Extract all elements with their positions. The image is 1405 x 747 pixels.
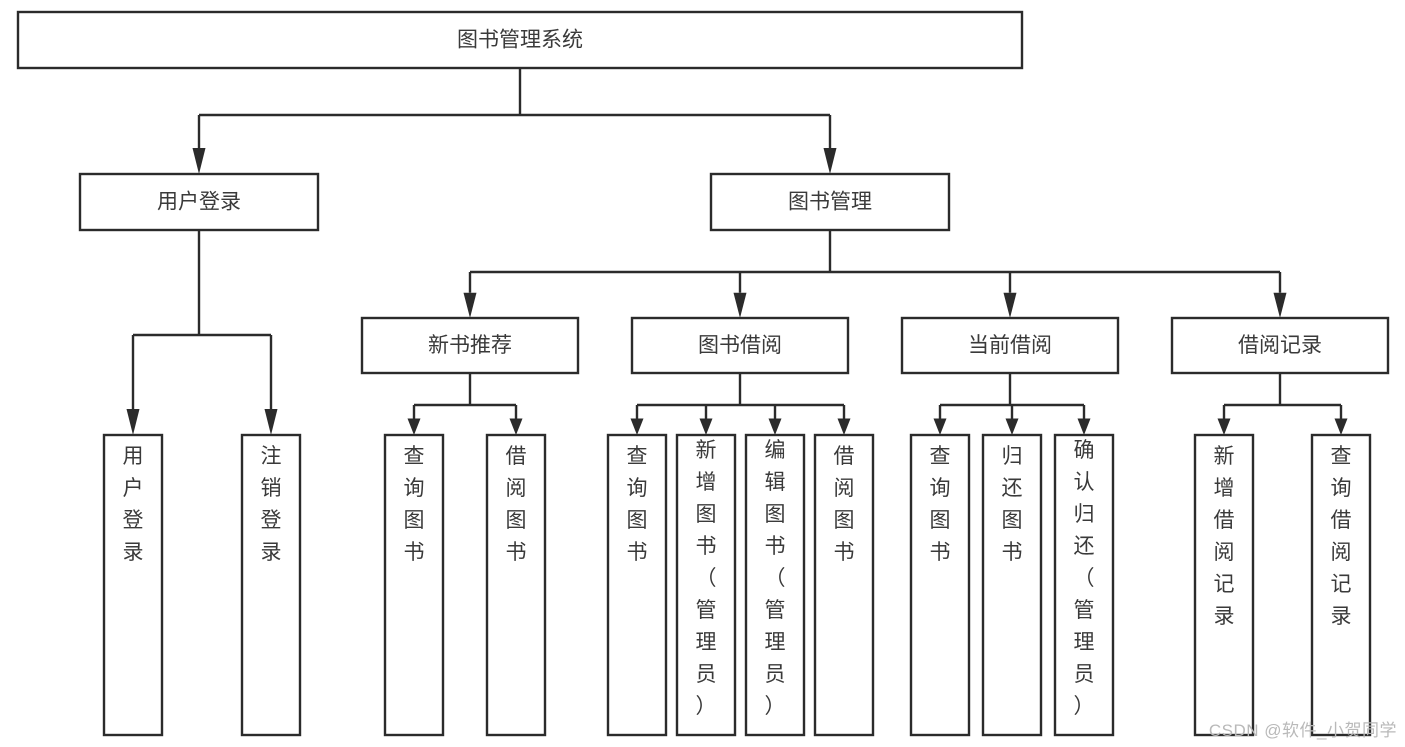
- node-box-leaf-borrow-book-2: [813, 433, 875, 737]
- arrow-head-leaf-confirm-return: [1077, 418, 1091, 435]
- node-label-leaf-edit-book: 编辑图书（管理员）: [765, 439, 786, 718]
- node-label-leaf-borrow-book-1: 借阅图书: [506, 445, 527, 564]
- node-box-leaf-logout: [240, 433, 302, 737]
- arrow-head-leaf-query-book-3: [933, 418, 947, 435]
- node-leaf-return-book[interactable]: 归还图书: [981, 433, 1043, 737]
- node-label-leaf-query-book-3: 查询图书: [930, 445, 951, 564]
- node-label-book-borrow: 图书借阅: [698, 334, 782, 357]
- node-leaf-edit-book[interactable]: 编辑图书（管理员）: [744, 433, 806, 737]
- node-box-root: [16, 10, 1024, 70]
- node-box-leaf-user-login: [102, 433, 164, 737]
- node-leaf-query-record[interactable]: 查询借阅记录: [1310, 433, 1372, 737]
- node-label-leaf-logout: 注销登录: [261, 445, 282, 564]
- node-label-leaf-confirm-return: 确认归还（管理员）: [1074, 439, 1095, 718]
- node-box-leaf-query-book-1: [383, 433, 445, 737]
- node-label-user-login: 用户登录: [157, 191, 241, 214]
- node-box-leaf-borrow-book-1: [485, 433, 547, 737]
- node-borrow-record[interactable]: 借阅记录: [1170, 316, 1390, 375]
- node-leaf-confirm-return[interactable]: 确认归还（管理员）: [1053, 433, 1115, 737]
- arrow-head-new-book-rec: [463, 292, 477, 318]
- node-label-new-book-rec: 新书推荐: [428, 334, 512, 357]
- node-box-book-borrow: [630, 316, 850, 375]
- node-user-login[interactable]: 用户登录: [78, 172, 320, 232]
- node-box-leaf-query-record: [1310, 433, 1372, 737]
- node-leaf-query-book-2[interactable]: 查询图书: [606, 433, 668, 737]
- node-label-leaf-user-login: 用户登录: [123, 445, 144, 564]
- arrow-head-leaf-borrow-book-1: [509, 418, 523, 435]
- node-box-leaf-return-book: [981, 433, 1043, 737]
- node-box-leaf-add-book: [675, 433, 737, 737]
- arrow-head-leaf-query-book-2: [630, 418, 644, 435]
- arrow-head-current-borrow: [1003, 292, 1017, 318]
- node-box-leaf-confirm-return: [1053, 433, 1115, 737]
- node-box-current-borrow: [900, 316, 1120, 375]
- node-label-current-borrow: 当前借阅: [968, 334, 1052, 357]
- node-leaf-borrow-book-2[interactable]: 借阅图书: [813, 433, 875, 737]
- node-book-borrow[interactable]: 图书借阅: [630, 316, 850, 375]
- arrow-head-leaf-return-book: [1005, 418, 1019, 435]
- node-label-leaf-query-book-1: 查询图书: [404, 445, 425, 564]
- arrow-head-leaf-add-record: [1217, 418, 1231, 435]
- arrow-head-leaf-borrow-book-2: [837, 418, 851, 435]
- node-box-user-login: [78, 172, 320, 232]
- node-box-leaf-edit-book: [744, 433, 806, 737]
- node-leaf-user-login[interactable]: 用户登录: [102, 433, 164, 737]
- arrow-head-leaf-logout: [264, 409, 278, 435]
- node-leaf-query-book-1[interactable]: 查询图书: [383, 433, 445, 737]
- node-leaf-borrow-book-1[interactable]: 借阅图书: [485, 433, 547, 737]
- node-label-leaf-return-book: 归还图书: [1002, 445, 1023, 564]
- arrow-head-leaf-query-book-1: [407, 418, 421, 435]
- arrow-head-leaf-query-record: [1334, 418, 1348, 435]
- node-leaf-add-record[interactable]: 新增借阅记录: [1193, 433, 1255, 737]
- arrow-head-book-borrow: [733, 292, 747, 318]
- node-leaf-logout[interactable]: 注销登录: [240, 433, 302, 737]
- node-label-leaf-query-book-2: 查询图书: [627, 445, 648, 564]
- node-current-borrow[interactable]: 当前借阅: [900, 316, 1120, 375]
- csdn-watermark: CSDN @软件_小贺同学: [1208, 721, 1397, 740]
- node-new-book-rec[interactable]: 新书推荐: [360, 316, 580, 375]
- node-label-root: 图书管理系统: [457, 29, 583, 52]
- arrow-head-borrow-record: [1273, 292, 1287, 318]
- node-box-leaf-add-record: [1193, 433, 1255, 737]
- node-box-leaf-query-book-3: [909, 433, 971, 737]
- node-book-manage[interactable]: 图书管理: [709, 172, 951, 232]
- node-label-leaf-query-record: 查询借阅记录: [1331, 445, 1352, 628]
- node-label-leaf-add-record: 新增借阅记录: [1214, 445, 1235, 628]
- arrow-head-leaf-edit-book: [768, 418, 782, 435]
- node-leaf-add-book[interactable]: 新增图书（管理员）: [675, 433, 737, 737]
- node-box-book-manage: [709, 172, 951, 232]
- node-box-leaf-query-book-2: [606, 433, 668, 737]
- arrow-head-leaf-add-book: [699, 418, 713, 435]
- node-box-new-book-rec: [360, 316, 580, 375]
- node-label-borrow-record: 借阅记录: [1238, 334, 1322, 357]
- node-leaf-query-book-3[interactable]: 查询图书: [909, 433, 971, 737]
- node-root[interactable]: 图书管理系统: [16, 10, 1024, 70]
- arrow-head-leaf-user-login: [126, 409, 140, 435]
- node-label-leaf-borrow-book-2: 借阅图书: [834, 445, 855, 564]
- connector-layer: [126, 68, 1348, 435]
- node-layer: 图书管理系统用户登录图书管理新书推荐图书借阅当前借阅借阅记录用户登录注销登录查询…: [16, 10, 1390, 737]
- node-box-borrow-record: [1170, 316, 1390, 375]
- node-label-book-manage: 图书管理: [788, 191, 872, 214]
- node-label-leaf-add-book: 新增图书（管理员）: [696, 439, 717, 718]
- arrow-head-user-login: [192, 148, 206, 174]
- arrow-head-book-manage: [823, 148, 837, 174]
